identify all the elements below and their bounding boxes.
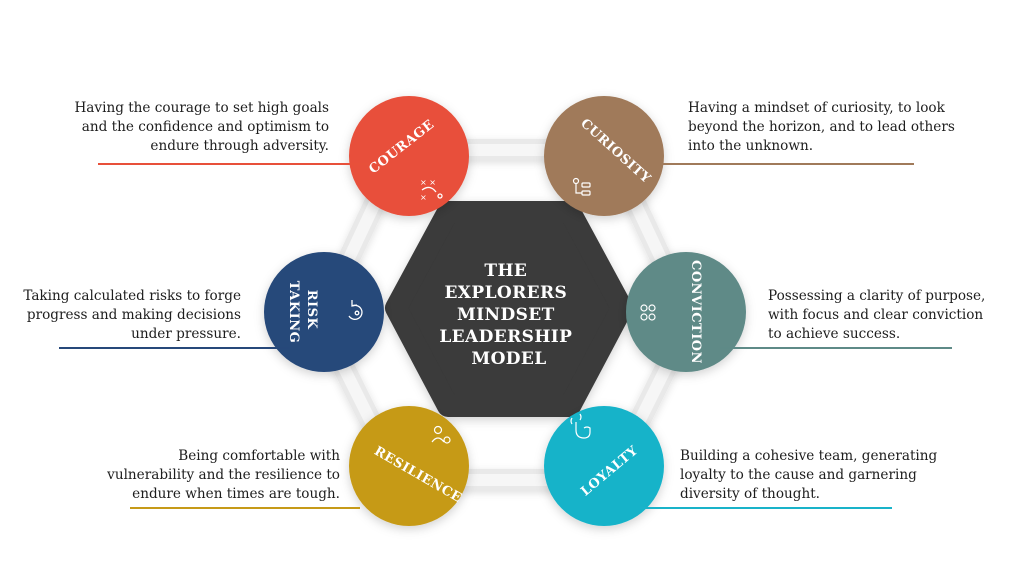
flowchart-icon (572, 177, 591, 196)
divider-conviction (720, 347, 952, 349)
description-courage: Having the courage to set high goals and… (39, 99, 329, 156)
description-line: progress and making decisions (26, 307, 241, 323)
divider-loyalty (640, 507, 892, 509)
description-line: into the unknown. (688, 138, 814, 154)
description-line: diversity of thought. (680, 486, 820, 502)
description-line: to achieve success. (768, 326, 901, 342)
gears-icon (640, 304, 656, 321)
cycle-arrows-icon (348, 300, 363, 320)
node-conviction: CONVICTION (626, 252, 746, 372)
description-line: Possessing a clarity of purpose, (768, 288, 986, 304)
description-line: Building a cohesive team, generating (680, 448, 938, 464)
description-loyalty: Building a cohesive team, generating loy… (680, 447, 970, 504)
node-label-line: RISK (304, 290, 319, 330)
node-loyalty: LOYALTY (544, 406, 664, 526)
svg-text:×: × (420, 193, 427, 202)
node-label-line: TAKING (286, 281, 301, 343)
node-curiosity: CURIOSITY (544, 96, 664, 216)
description-line: endure when times are tough. (132, 486, 340, 502)
center-title: THE EXPLORERS MINDSET LEADERSHIP MODEL (439, 261, 578, 369)
node-courage: COURAGE × × × (349, 96, 469, 216)
strategy-play-icon: × × × (420, 178, 443, 202)
node-label-risk-taking: RISK TAKING (286, 281, 319, 343)
center-title-line: MINDSET (457, 305, 555, 325)
description-line: under pressure. (131, 326, 241, 342)
description-curiosity: Having a mindset of curiosity, to look b… (688, 99, 988, 156)
description-line: Having a mindset of curiosity, to look (688, 100, 945, 116)
description-line: vulnerability and the resilience to (107, 467, 340, 483)
center-title-line: LEADERSHIP (439, 327, 572, 347)
center-title-line: THE (484, 261, 527, 281)
divider-courage (98, 163, 368, 165)
pointing-hand-icon (570, 413, 591, 439)
description-line: and the confidence and optimism to (81, 119, 329, 135)
node-label-conviction: CONVICTION (688, 260, 703, 364)
description-line: Taking calculated risks to forge (23, 288, 241, 304)
node-resilience: RESILIENCE (349, 406, 469, 526)
description-line: beyond the horizon, and to lead others (688, 119, 955, 135)
divider-curiosity (648, 163, 914, 165)
node-risk-taking: RISK TAKING (264, 252, 384, 372)
description-conviction: Possessing a clarity of purpose, with fo… (768, 287, 1008, 344)
description-line: Having the courage to set high goals (74, 100, 329, 116)
description-line: with focus and clear conviction (768, 307, 984, 323)
divider-resilience (130, 507, 360, 509)
description-risk-taking: Taking calculated risks to forge progres… (1, 287, 241, 344)
description-line: endure through adversity. (150, 138, 329, 154)
person-gear-icon (431, 425, 451, 444)
description-resilience: Being comfortable with vulnerability and… (80, 447, 340, 504)
center-title-line: MODEL (471, 349, 546, 369)
svg-text:× ×: × × (420, 178, 436, 187)
description-line: loyalty to the cause and garnering (680, 467, 917, 483)
divider-risk-taking (59, 347, 289, 349)
description-line: Being comfortable with (178, 448, 340, 464)
center-hexagon (385, 201, 633, 417)
center-title-line: EXPLORERS (444, 283, 567, 303)
